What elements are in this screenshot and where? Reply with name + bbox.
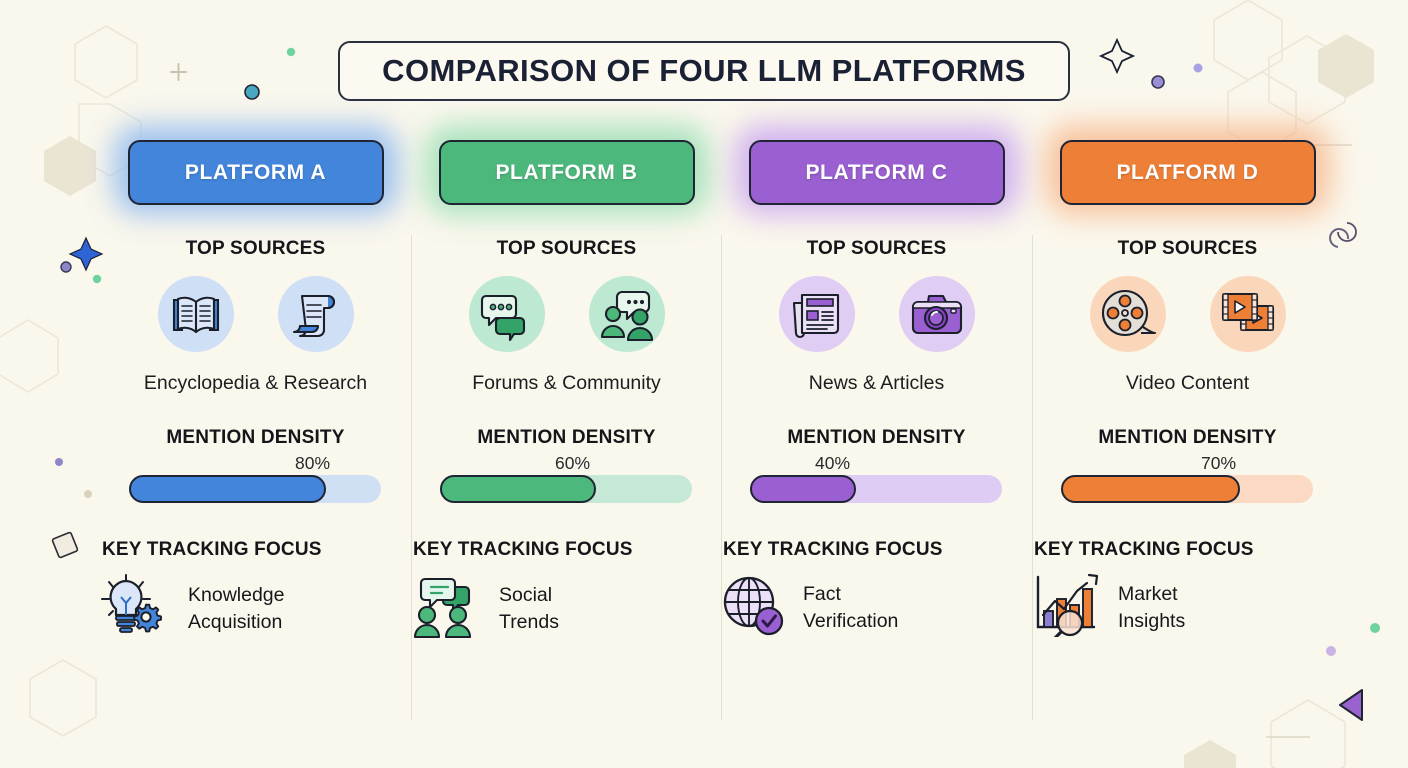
top-sources-heading: TOP SOURCES (1117, 238, 1258, 259)
focus-label-line1: Fact (803, 583, 841, 606)
film-reel-icon (1089, 276, 1166, 352)
source-icon-row (1032, 276, 1343, 352)
people-discussion-icon (588, 276, 665, 352)
source-label: Video Content (1125, 372, 1250, 394)
newspaper-icon (778, 276, 855, 352)
platform-header: PLATFORM B (411, 125, 722, 215)
source-label: Forums & Community (472, 372, 661, 394)
source-icon-row (721, 276, 1032, 352)
platform-pill[interactable]: PLATFORM A (127, 140, 384, 205)
growth-chart-magnifier-icon (1032, 573, 1102, 642)
focus-label: Social Trends (499, 582, 559, 635)
key-tracking-focus-heading: KEY TRACKING FOCUS (723, 539, 943, 560)
focus-label-line1: Social (499, 584, 553, 607)
focus-row: Fact Verification (721, 573, 1032, 642)
column-divider-1 (411, 235, 412, 720)
key-tracking-focus-heading: KEY TRACKING FOCUS (413, 539, 633, 560)
density-value: 60% (555, 453, 591, 473)
focus-label-line2: Verification (803, 609, 899, 632)
platform-label: PLATFORM D (1116, 160, 1259, 184)
platform-column: PLATFORM B TOP SOURCES Forums & Communit… (411, 125, 722, 726)
density-track (129, 475, 381, 503)
focus-label: Fact Verification (803, 581, 898, 634)
key-tracking-focus-heading: KEY TRACKING FOCUS (102, 539, 322, 560)
open-book-icon (157, 276, 234, 352)
density-value: 40% (815, 453, 851, 473)
density-fill (1061, 475, 1240, 503)
focus-label: Market Insights (1118, 581, 1185, 634)
scroll-document-icon (277, 276, 354, 352)
density-track (440, 475, 692, 503)
focus-label: Knowledge Acquisition (188, 582, 285, 635)
platform-label: PLATFORM A (184, 160, 327, 184)
top-sources-heading: TOP SOURCES (496, 238, 637, 259)
mention-density-heading: MENTION DENSITY (477, 427, 656, 448)
platform-label: PLATFORM C (805, 160, 948, 184)
focus-label-line1: Market (1118, 583, 1178, 606)
density-value: 80% (295, 453, 331, 473)
key-tracking-focus-heading: KEY TRACKING FOCUS (1034, 539, 1254, 560)
social-chat-people-icon (411, 573, 483, 644)
platform-label: PLATFORM B (495, 160, 638, 184)
density-fill (440, 475, 597, 503)
platform-pill[interactable]: PLATFORM D (1059, 140, 1316, 205)
video-clips-icon (1209, 276, 1286, 352)
mention-density-heading: MENTION DENSITY (787, 427, 966, 448)
top-sources-heading: TOP SOURCES (185, 238, 326, 259)
page-title: COMPARISON OF FOUR LLM PLATFORMS (382, 53, 1026, 88)
source-icon-row (411, 276, 722, 352)
platform-header: PLATFORM A (100, 125, 411, 215)
page-title-box: COMPARISON OF FOUR LLM PLATFORMS (338, 41, 1070, 101)
focus-row: Social Trends (411, 573, 722, 644)
platform-column: PLATFORM C TOP SOURCES Ne (721, 125, 1032, 726)
platform-header: PLATFORM D (1032, 125, 1343, 215)
platform-column: PLATFORM A TOP SOURCES (100, 125, 411, 726)
focus-row: Knowledge Acquisition (100, 573, 411, 644)
top-sources-heading: TOP SOURCES (806, 238, 947, 259)
platform-header: PLATFORM C (721, 125, 1032, 215)
density-fill (129, 475, 326, 503)
focus-label-line2: Trends (499, 610, 559, 633)
lightbulb-gear-icon (100, 573, 172, 644)
mention-density-heading: MENTION DENSITY (1098, 427, 1277, 448)
column-divider-3 (1032, 235, 1033, 720)
density-value: 70% (1201, 453, 1237, 473)
platform-pill[interactable]: PLATFORM C (748, 140, 1005, 205)
density-track (750, 475, 1002, 503)
column-divider-2 (721, 235, 722, 720)
source-label: News & Articles (808, 372, 945, 394)
focus-label-line2: Acquisition (188, 610, 283, 633)
density-track (1061, 475, 1313, 503)
focus-label-line1: Knowledge (188, 584, 285, 607)
density-fill (750, 475, 856, 503)
camera-icon (898, 276, 975, 352)
platform-pill[interactable]: PLATFORM B (438, 140, 695, 205)
source-label: Encyclopedia & Research (143, 372, 368, 394)
chat-bubbles-icon (468, 276, 545, 352)
focus-row: Market Insights (1032, 573, 1343, 642)
source-icon-row (100, 276, 411, 352)
mention-density-heading: MENTION DENSITY (166, 427, 345, 448)
globe-check-icon (721, 573, 787, 642)
platform-column: PLATFORM D TOP SOURCES (1032, 125, 1343, 726)
focus-label-line2: Insights (1118, 609, 1186, 632)
